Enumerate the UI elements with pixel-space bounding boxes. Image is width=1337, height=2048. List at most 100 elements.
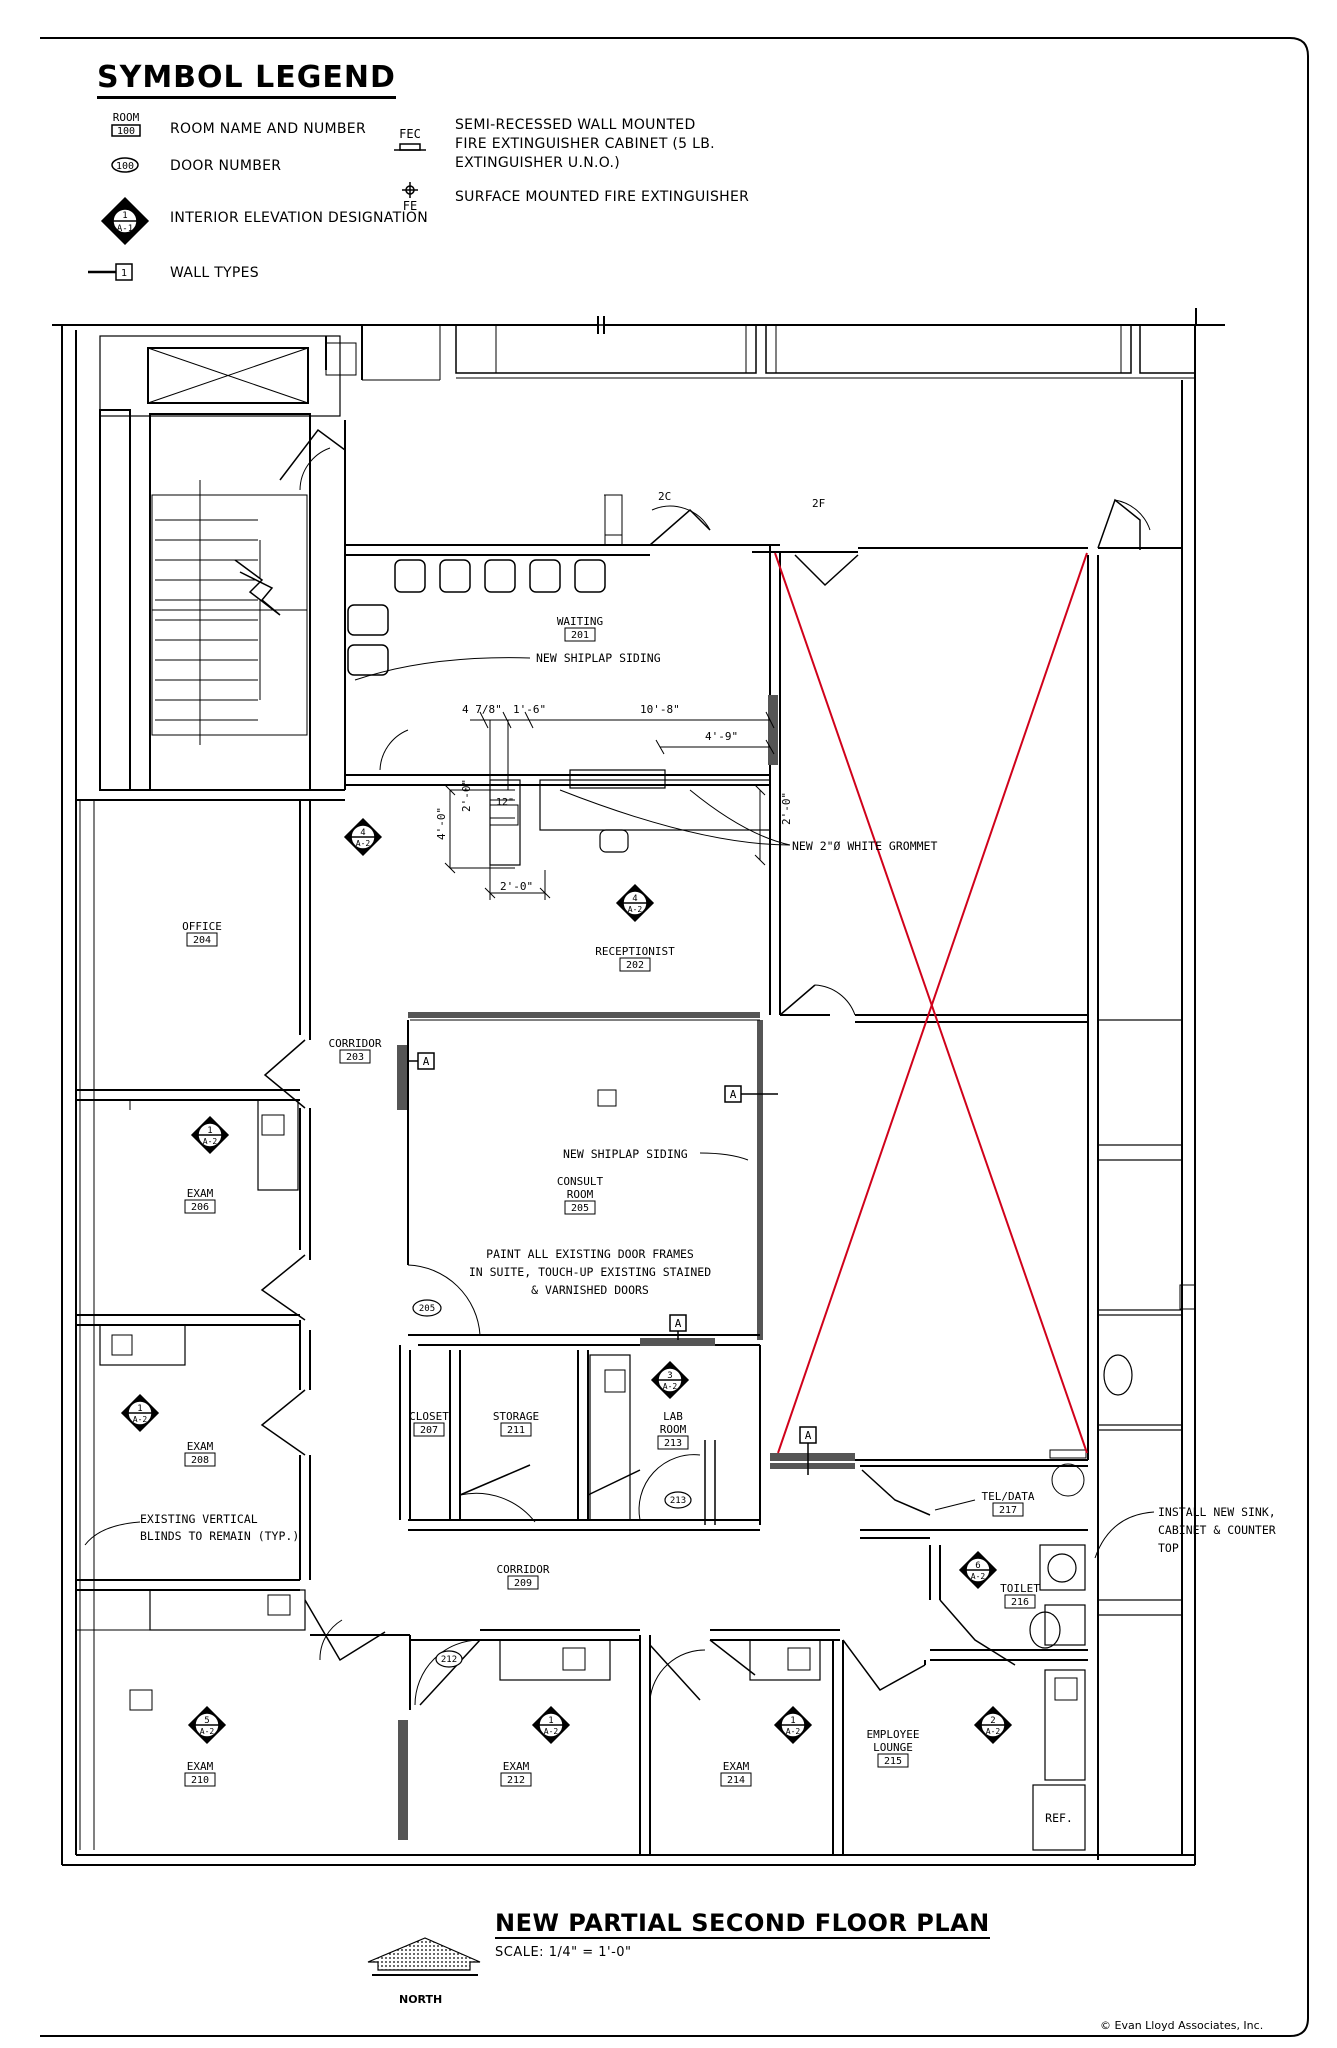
legend-room-tag-box xyxy=(111,124,141,137)
leader-shiplap-1 xyxy=(354,657,531,681)
svg-text:205: 205 xyxy=(419,1304,435,1314)
room-number-208: 208 xyxy=(191,1455,209,1466)
elevation-num-7: 5 xyxy=(204,1716,209,1726)
elevation-sheet-8: A-2 xyxy=(544,1727,559,1736)
room-name-213: ROOM xyxy=(660,1423,687,1436)
leader-blinds xyxy=(84,1521,141,1546)
elevation-num-9: 1 xyxy=(790,1716,795,1726)
legend-room-label: ROOM NAME AND NUMBER xyxy=(170,121,366,137)
dimension-lines xyxy=(444,711,775,900)
new-wall-teldata xyxy=(770,1453,855,1461)
door-tag-205 xyxy=(412,1299,442,1317)
elevation-sheet-2: A-2 xyxy=(628,905,643,914)
elevation-tag-1 xyxy=(343,817,383,857)
room-name-211: STORAGE xyxy=(493,1410,539,1423)
legend-fec-label-1: SEMI-RECESSED WALL MOUNTED xyxy=(455,117,696,133)
room-name-212: EXAM xyxy=(503,1760,530,1773)
room-number-box xyxy=(992,1502,1024,1517)
room-name-213: LAB xyxy=(663,1410,683,1423)
room-name-209: CORRIDOR xyxy=(497,1563,550,1576)
elevation-sheet-6: A-2 xyxy=(971,1572,986,1581)
svg-text:212: 212 xyxy=(441,1655,457,1665)
room-number-box xyxy=(564,627,596,642)
elevation-sheet-1: A-2 xyxy=(356,839,371,848)
new-wall-waiting xyxy=(768,695,778,765)
elevation-tags xyxy=(120,817,1013,1745)
legend-room-tag-name: ROOM xyxy=(113,111,140,124)
room-name-215: EMPLOYEE xyxy=(867,1728,920,1741)
plan-scale: SCALE: 1/4" = 1'-0" xyxy=(495,1945,632,1960)
elevation-num-2: 4 xyxy=(632,894,637,904)
elevation-tag-6 xyxy=(958,1550,998,1590)
elevation-tag-8 xyxy=(531,1705,571,1745)
note-paint-3: & VARNISHED DOORS xyxy=(531,1283,649,1297)
note-paint-2: IN SUITE, TOUCH-UP EXISTING STAINED xyxy=(469,1265,711,1279)
room-number-201: 201 xyxy=(571,630,589,641)
note-blinds-1: EXISTING VERTICAL xyxy=(140,1512,258,1526)
dim-2-0-a: 2'-0" xyxy=(460,779,473,812)
note-shiplap-1: NEW SHIPLAP SIDING xyxy=(536,651,661,665)
elevation-num-4: 1 xyxy=(137,1404,142,1414)
room-number-box xyxy=(184,1199,216,1214)
elevation-tag-2 xyxy=(615,883,655,923)
elevation-tag-3 xyxy=(190,1115,230,1155)
room-number-207: 207 xyxy=(420,1425,438,1436)
new-wall-exam-212 xyxy=(398,1720,408,1840)
note-blinds-2: BLINDS TO REMAIN (TYP.) xyxy=(140,1529,299,1543)
dim-4-9: 4'-9" xyxy=(705,730,738,743)
room-name-216: TOILET xyxy=(1000,1582,1040,1595)
leader-grommet-1 xyxy=(559,789,791,846)
door-tag-213 xyxy=(664,1491,692,1509)
dim-1-6: 1'-6" xyxy=(513,703,546,716)
room-number-214: 214 xyxy=(727,1775,745,1786)
elevation-num-6: 6 xyxy=(975,1561,980,1571)
room-number-211: 211 xyxy=(507,1425,525,1436)
elevation-tag-5 xyxy=(650,1360,690,1400)
room-number-215: 215 xyxy=(884,1756,902,1767)
legend-door-label: DOOR NUMBER xyxy=(170,158,282,174)
elevation-num-8: 1 xyxy=(548,1716,553,1726)
elevation-tag-10 xyxy=(973,1705,1013,1745)
note-grommet: NEW 2"Ø WHITE GROMMET xyxy=(792,839,937,853)
room-number-204: 204 xyxy=(193,935,211,946)
room-number-209: 209 xyxy=(514,1578,532,1589)
dim-2-0-c: 2'-0" xyxy=(780,792,793,825)
legend-wall-tag: 1 xyxy=(121,268,127,279)
new-wall-lab xyxy=(640,1338,715,1346)
elevation-tag-texts: 4A-24A-21A-21A-23A-26A-25A-21A-21A-22A-2 xyxy=(133,828,1001,1736)
legend-room-tag-number: 100 xyxy=(117,126,135,137)
room-number-212: 212 xyxy=(507,1775,525,1786)
legend-title: SYMBOL LEGEND xyxy=(97,60,396,99)
svg-text:A: A xyxy=(730,1088,737,1101)
room-name-210: EXAM xyxy=(187,1760,214,1773)
elevation-num-3: 1 xyxy=(207,1126,212,1136)
note-sink-3: TOP xyxy=(1158,1541,1179,1555)
elevation-sheet-4: A-2 xyxy=(133,1415,148,1424)
room-name-202: RECEPTIONIST xyxy=(595,945,675,958)
elevation-tag-7 xyxy=(187,1705,227,1745)
elevation-sheet-7: A-2 xyxy=(200,1727,215,1736)
legend-fec-tag: FEC xyxy=(399,127,421,141)
note-shiplap-2: NEW SHIPLAP SIDING xyxy=(563,1147,688,1161)
elevation-num-5: 3 xyxy=(667,1371,672,1381)
leader-lines xyxy=(84,657,1155,1559)
legend-door-tag xyxy=(111,157,139,173)
new-walls xyxy=(397,695,855,1840)
legend-symbols xyxy=(88,124,426,281)
note-sink-2: CABINET & COUNTER xyxy=(1158,1523,1276,1537)
leader-grommet-2 xyxy=(689,789,791,846)
legend-fe-tag: FE xyxy=(403,199,417,213)
copyright: © Evan Lloyd Associates, Inc. xyxy=(1100,2019,1264,2032)
room-number-213: 213 xyxy=(664,1438,682,1449)
grid-labels: 2C 2F xyxy=(658,490,825,510)
legend-tag-texts: ROOM 100 100 1 A-1 1 FEC FE xyxy=(113,111,421,279)
room-number-216: 216 xyxy=(1011,1597,1029,1608)
room-number-box xyxy=(500,1422,532,1437)
grid-label-2c: 2C xyxy=(658,490,671,503)
svg-text:A: A xyxy=(675,1317,682,1330)
legend-elevation-label: INTERIOR ELEVATION DESIGNATION xyxy=(170,210,428,226)
elevation-sheet-3: A-2 xyxy=(203,1137,218,1146)
elevation-num-1: 4 xyxy=(360,828,365,838)
